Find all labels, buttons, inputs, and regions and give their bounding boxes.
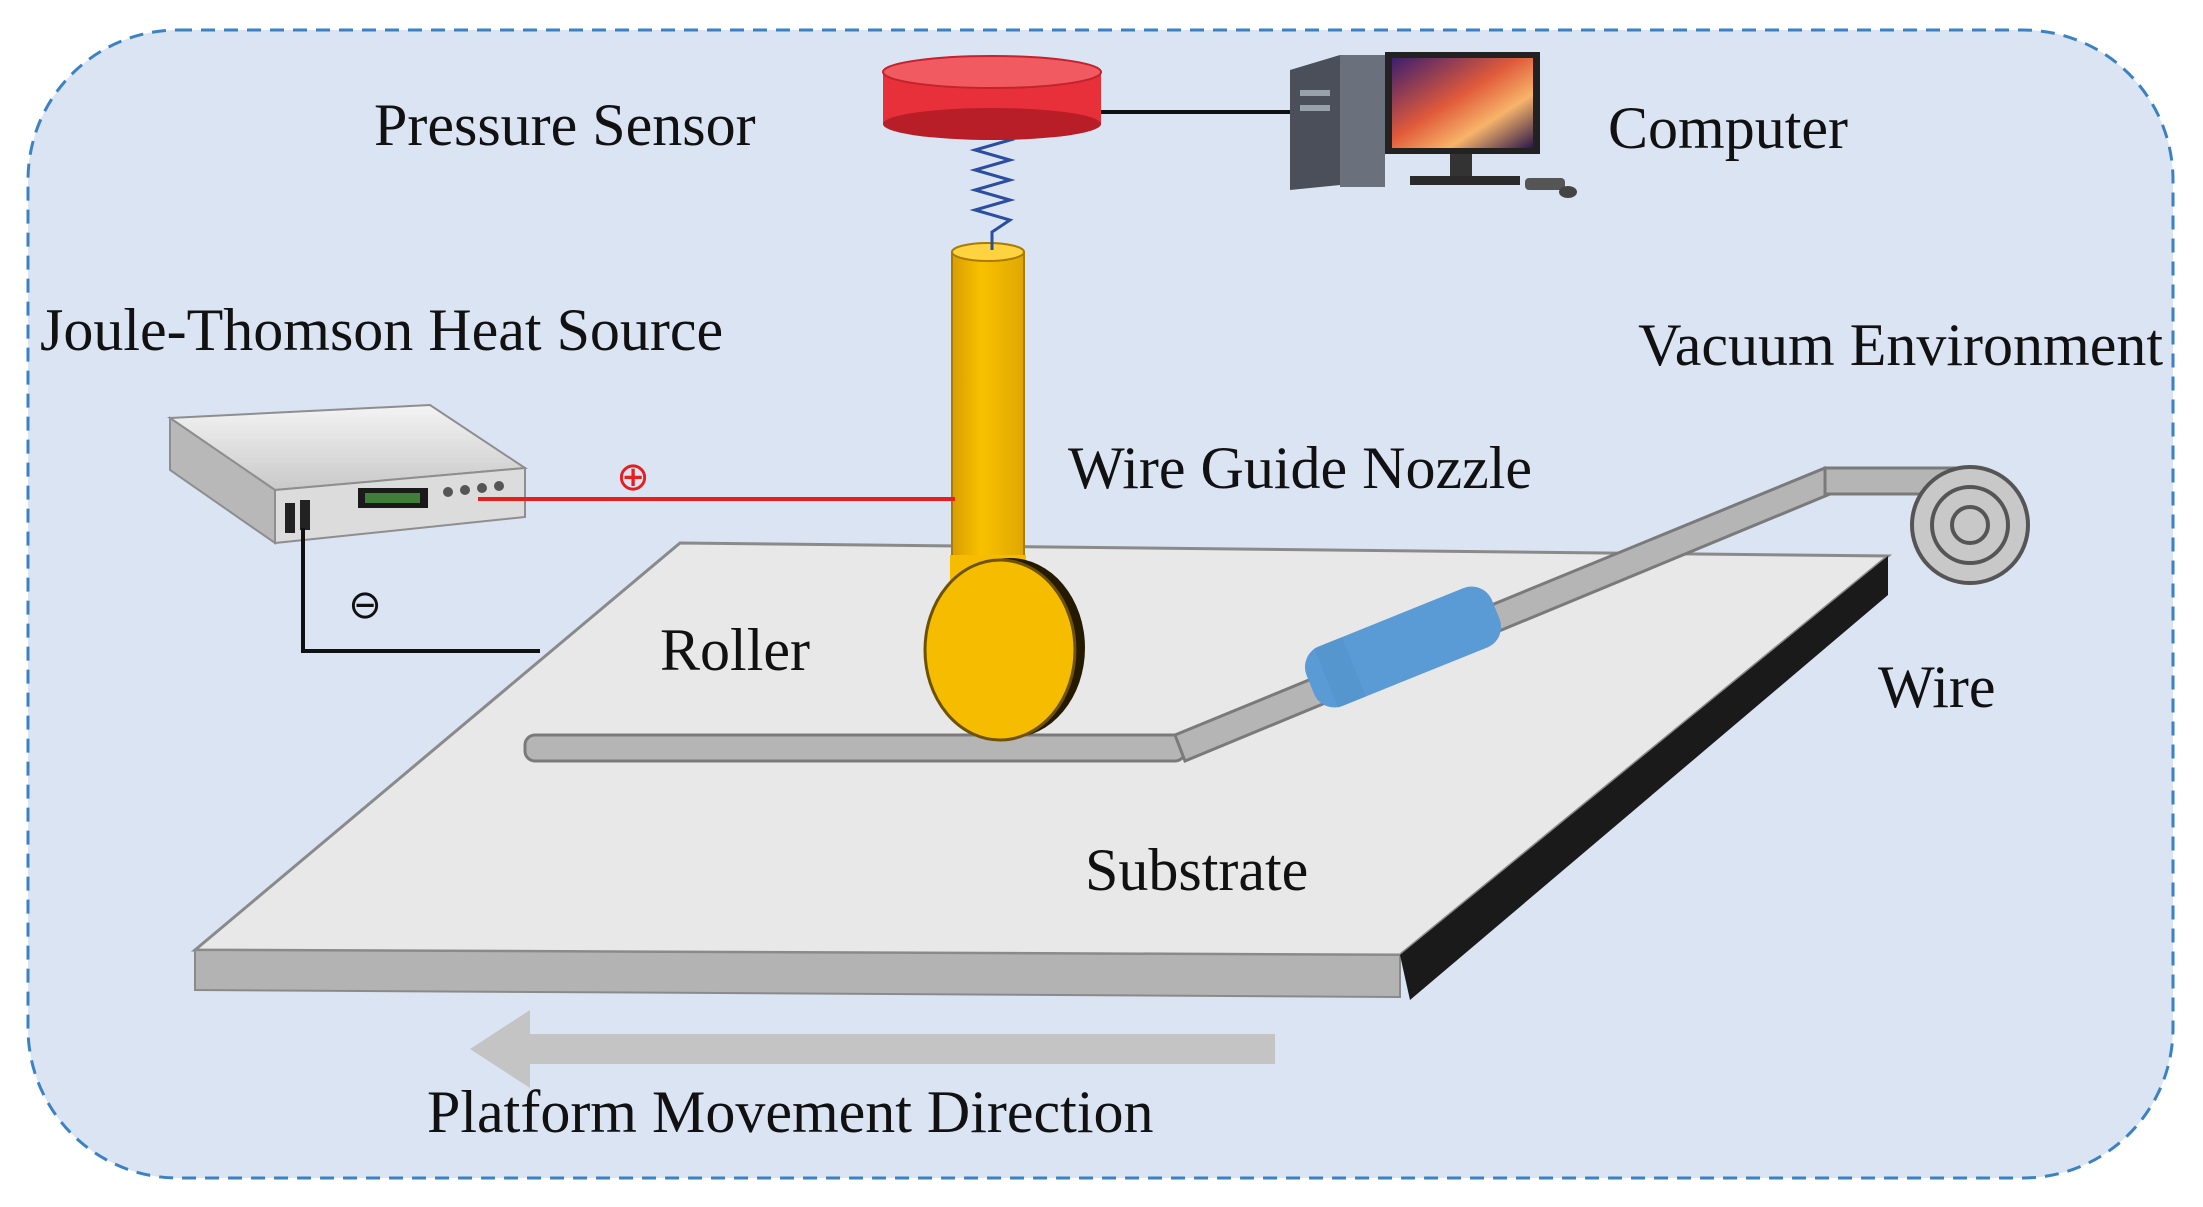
negative-terminal-symbol: ⊖ (348, 582, 382, 628)
label-wire-guide-nozzle: Wire Guide Nozzle (1068, 435, 1532, 501)
label-wire: Wire (1878, 654, 1996, 720)
label-vacuum-environment: Vacuum Environment (1638, 312, 2163, 378)
label-roller: Roller (660, 617, 810, 683)
computer-icon (1290, 52, 1577, 198)
positive-terminal-symbol: ⊕ (616, 454, 650, 500)
label-pressure-sensor: Pressure Sensor (374, 92, 756, 158)
negative-wire (301, 528, 540, 653)
roller-icon (923, 558, 1085, 742)
wire-guide-icon (1304, 586, 1502, 708)
label-heat-source: Joule-Thomson Heat Source (40, 297, 723, 363)
nozzle-icon (950, 242, 1026, 585)
wire-spool-icon (1910, 465, 2030, 585)
pressure-sensor-icon (882, 55, 1102, 140)
label-platform-movement: Platform Movement Direction (427, 1079, 1154, 1145)
label-substrate: Substrate (1085, 837, 1308, 903)
label-computer: Computer (1608, 95, 1848, 161)
movement-arrow (470, 1010, 1275, 1088)
spring-icon (969, 116, 1016, 250)
power-supply-icon (166, 403, 528, 545)
